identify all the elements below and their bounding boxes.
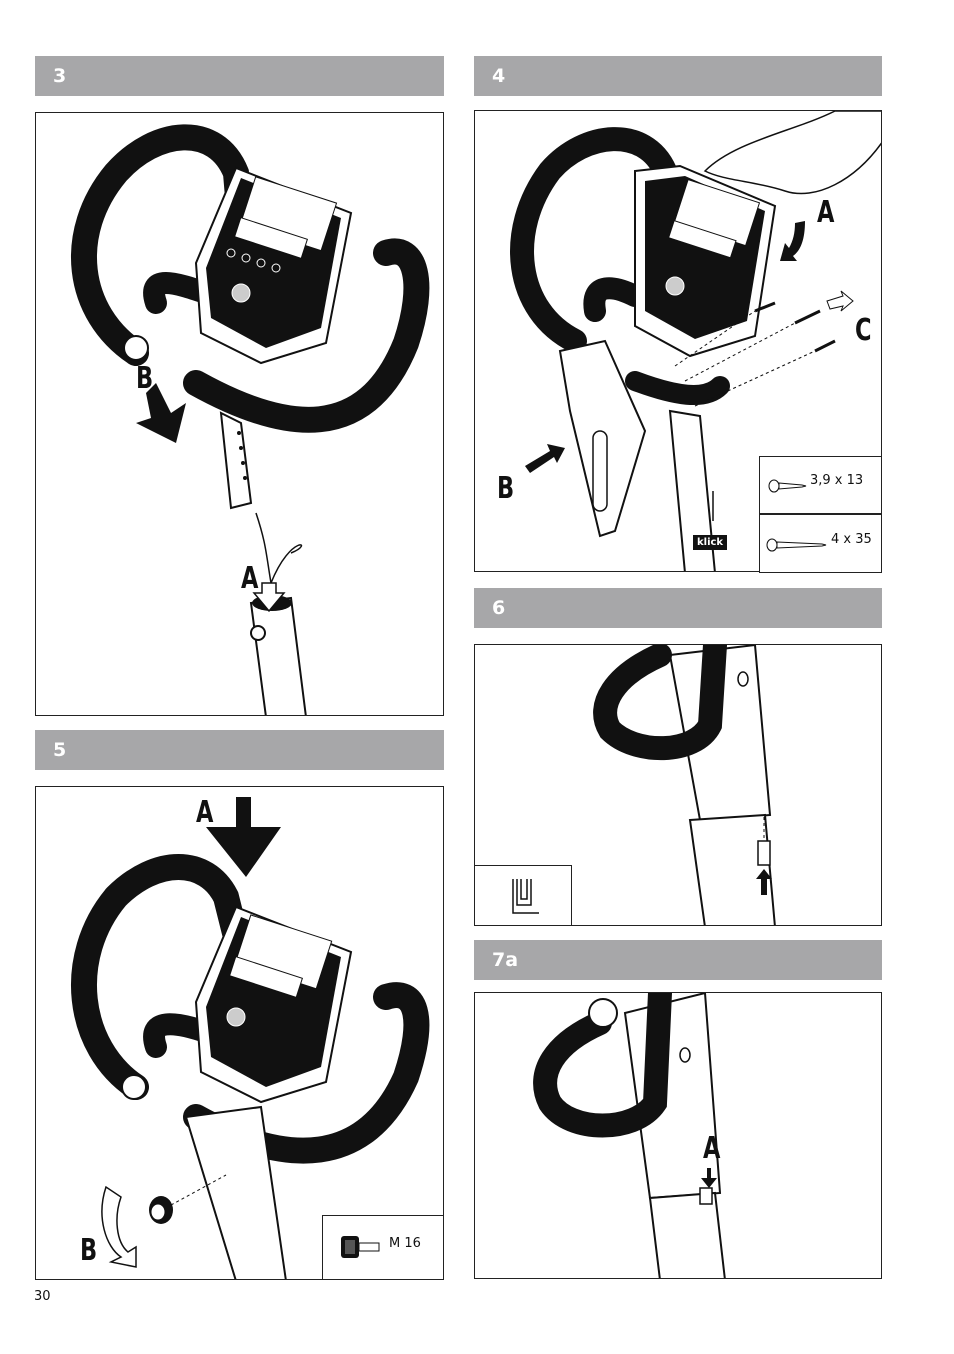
step-5-number: 5 (53, 739, 66, 761)
step-3-number: 3 (53, 65, 66, 87)
step-3-drawing (36, 113, 444, 716)
knob-m16-label: M 16 (389, 1236, 421, 1251)
step-7a-label-a: A (703, 1131, 720, 1166)
step-5-label-a: A (196, 795, 213, 830)
page-number: 30 (34, 1289, 51, 1304)
step-4-label-c: C (855, 313, 872, 348)
step-6-number: 6 (492, 597, 505, 619)
step-5-drawing (36, 787, 444, 1280)
step-7a-header: 7a (474, 940, 882, 980)
clip-icon (505, 875, 545, 919)
step-3-label-a: A (241, 561, 258, 596)
step-7a-illustration: A (474, 992, 882, 1279)
klick-badge: klick (693, 535, 727, 550)
step-6-header: 6 (474, 588, 882, 628)
step-7a-number: 7a (492, 949, 518, 971)
step-7a-drawing (475, 993, 882, 1279)
knob-m16-box: M 16 (322, 1215, 444, 1280)
screw-4x35-label: 4 x 35 (831, 532, 872, 547)
step-4-label-a: A (817, 195, 834, 230)
step-5-header: 5 (35, 730, 444, 770)
step-3-header: 3 (35, 56, 444, 96)
short-screw-icon (768, 476, 808, 496)
step-4-number: 4 (492, 65, 505, 87)
screw-3-9x13-label: 3,9 x 13 (810, 473, 863, 488)
screw-4x35-box: 4 x 35 (759, 514, 882, 573)
long-screw-icon (766, 535, 828, 555)
knob-icon (337, 1232, 383, 1262)
step-5-label-b: B (80, 1233, 97, 1268)
step-3-illustration: B A (35, 112, 444, 716)
clip-detail-box (474, 865, 572, 926)
step-5-illustration: A B (35, 786, 444, 1280)
screw-3-9x13-box: 3,9 x 13 (759, 456, 882, 514)
step-4-header: 4 (474, 56, 882, 96)
step-4-label-b: B (497, 471, 514, 506)
step-3-label-b: B (136, 361, 153, 396)
